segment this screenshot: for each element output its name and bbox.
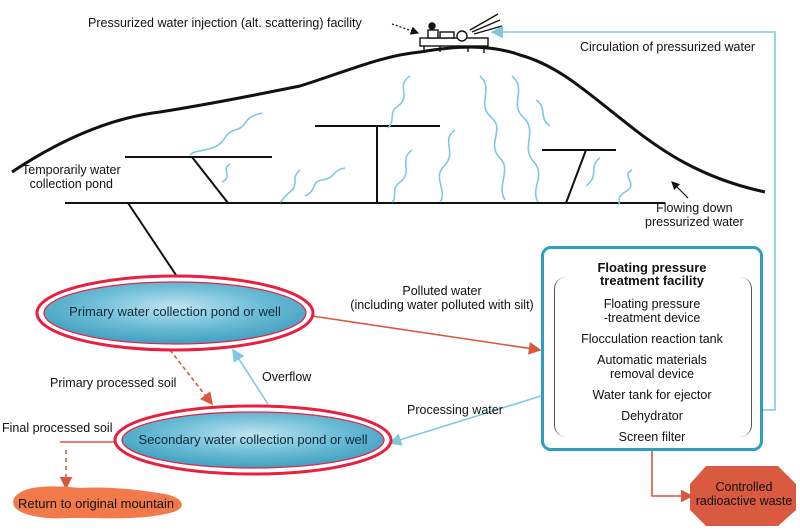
polluted-water-label: Polluted water (including water polluted… xyxy=(350,284,534,312)
primary-pond xyxy=(43,281,307,345)
circulation-arrow xyxy=(490,25,776,411)
primary-pond-label: Primary water collection pond or well xyxy=(69,304,281,319)
support-left xyxy=(191,156,229,204)
treatment-facility-box: Floating pressure treatment facility Flo… xyxy=(541,246,763,451)
processing-water-arrow xyxy=(388,395,542,446)
water-stream xyxy=(511,75,540,203)
water-stream xyxy=(617,169,633,206)
facility-item-list: Floating pressure -treatment device Floc… xyxy=(544,297,760,451)
controlled-waste-label: Controlled radioactive waste xyxy=(695,480,793,508)
ground-to-pond-line xyxy=(127,202,177,276)
overflow-arrow xyxy=(232,348,269,405)
water-streams xyxy=(189,75,633,206)
mountain-outline xyxy=(11,45,766,194)
facility-title: Floating pressure treatment facility xyxy=(597,260,707,288)
return-mountain-shape xyxy=(13,486,182,519)
overflow-label: Overflow xyxy=(262,370,312,384)
processing-water-label: Processing water xyxy=(407,403,503,417)
injection-facility-label: Pressurized water injection (alt. scatte… xyxy=(88,16,362,30)
water-stream xyxy=(279,169,301,203)
primary-soil-label: Primary processed soil xyxy=(50,376,177,390)
water-stream xyxy=(391,149,413,203)
secondary-pond-label: Secondary water collection pond or well xyxy=(138,432,368,447)
water-stream xyxy=(479,75,506,201)
facility-item: Floating pressure -treatment device xyxy=(603,297,701,325)
facility-item: Water tank for ejector xyxy=(592,388,712,402)
injection-pointer xyxy=(391,23,420,35)
facility-inner-bracket xyxy=(554,277,752,437)
facility-item: Flocculation reaction tank xyxy=(581,332,723,346)
waste-arrow xyxy=(651,451,694,503)
water-stream xyxy=(535,99,551,127)
facility-item: Screen filter xyxy=(618,430,686,444)
facility-item: Automatic materials removal device xyxy=(597,353,707,381)
water-stream xyxy=(189,112,263,156)
water-stream xyxy=(585,157,601,187)
polluted-water-arrow xyxy=(311,315,542,355)
water-stream xyxy=(387,75,411,129)
final-soil-label: Final processed soil xyxy=(2,421,113,435)
water-stream xyxy=(304,167,346,197)
waste-octagon xyxy=(690,466,796,526)
flowing-down-label: Flowing down pressurized water xyxy=(645,201,744,229)
temporary-pond-label: Temporarily water collection pond xyxy=(22,163,121,191)
secondary-pond xyxy=(121,411,385,469)
support-right xyxy=(565,149,587,204)
circulation-label: Circulation of pressurized water xyxy=(580,40,756,54)
flowing-pointer xyxy=(671,181,689,199)
return-mountain-label: Return to original mountain xyxy=(18,496,175,511)
water-stream xyxy=(438,129,456,203)
primary-soil-arrow xyxy=(169,349,213,406)
facility-item: Dehydrator xyxy=(621,409,683,423)
water-stream xyxy=(221,163,231,183)
